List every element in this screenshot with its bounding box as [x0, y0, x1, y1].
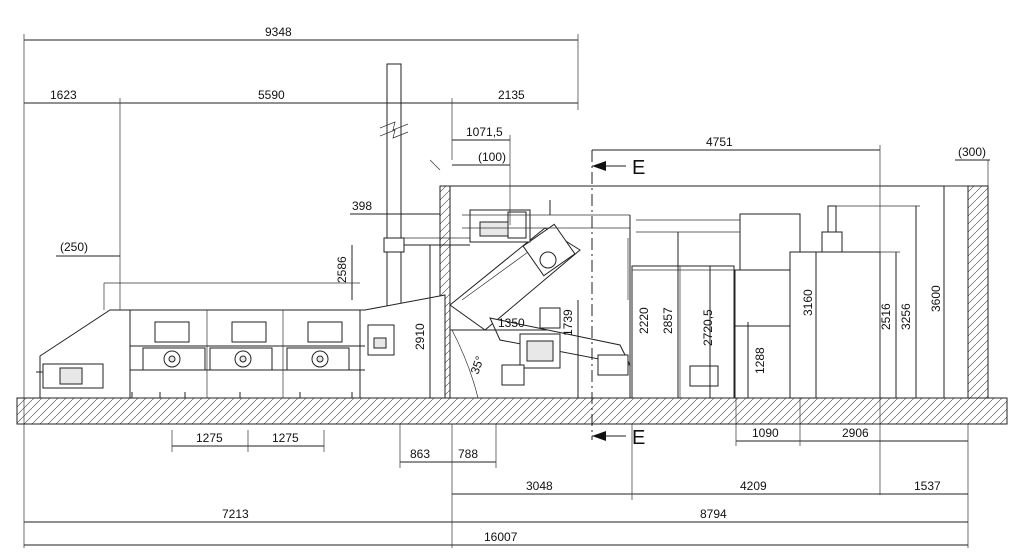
dim-1739: 1739 — [561, 309, 575, 336]
dim-3048: 3048 — [526, 479, 553, 493]
dim-2720-5: 2720,5 — [701, 309, 715, 346]
section-line: E E — [591, 150, 645, 449]
ground-slab — [16, 397, 1008, 425]
dim-5590: 5590 — [258, 88, 285, 102]
dim-2135: 2135 — [498, 88, 525, 102]
section-mark-bottom: E — [632, 427, 645, 449]
dim-398: 398 — [352, 199, 372, 213]
dim-1275-a: 1275 — [196, 431, 223, 445]
dimension-labels: 9348 1623 5590 2135 1071,5 (100) 4751 (3… — [50, 25, 986, 544]
dim-7213: 7213 — [222, 507, 249, 521]
dim-863: 863 — [410, 447, 430, 461]
dim-788: 788 — [458, 447, 478, 461]
dim-250: (250) — [60, 240, 88, 254]
dim-1288: 1288 — [753, 347, 767, 374]
dim-3256: 3256 — [899, 303, 913, 330]
dim-2857: 2857 — [661, 307, 675, 334]
dim-2910: 2910 — [413, 323, 427, 350]
dim-1537: 1537 — [914, 479, 941, 493]
dim-8794: 8794 — [700, 507, 727, 521]
dim-1071-5: 1071,5 — [466, 125, 503, 139]
boiler — [627, 205, 881, 399]
dim-3600: 3600 — [929, 285, 943, 312]
section-mark-top: E — [632, 157, 645, 179]
dim-9348: 9348 — [265, 25, 292, 39]
conveyor-dryer — [36, 282, 446, 399]
dim-1623: 1623 — [50, 88, 77, 102]
dim-2220: 2220 — [637, 307, 651, 334]
dim-angle-35: 35° — [468, 354, 487, 376]
dim-300: (300) — [958, 145, 986, 159]
dim-4751: 4751 — [706, 135, 733, 149]
dim-100: (100) — [478, 150, 506, 164]
dimension-lines — [23, 34, 990, 548]
dim-16007: 16007 — [484, 530, 518, 544]
dim-1275-b: 1275 — [272, 431, 299, 445]
dim-1090: 1090 — [752, 426, 779, 440]
dim-2586: 2586 — [335, 256, 349, 283]
dim-2906: 2906 — [842, 426, 869, 440]
building-outline — [429, 159, 989, 399]
dim-1350: 1350 — [498, 316, 525, 330]
dim-4209: 4209 — [740, 479, 767, 493]
dim-3160: 3160 — [801, 289, 815, 316]
dim-2516: 2516 — [879, 303, 893, 330]
